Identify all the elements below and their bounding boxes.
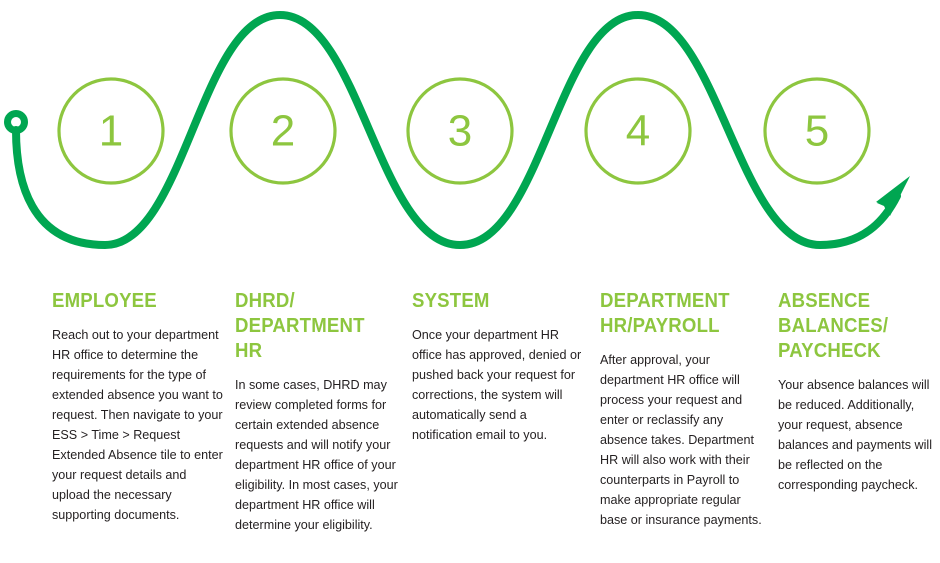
step-body-2: In some cases, DHRD may review completed…: [235, 378, 398, 532]
step-number-label: 2: [271, 107, 295, 156]
step-circle-ring: [584, 77, 692, 185]
step-heading-3: SYSTEM: [412, 290, 490, 312]
step-circle-1[interactable]: 1: [57, 77, 165, 185]
step-circle-3[interactable]: 3: [406, 77, 514, 185]
step-circle-ring: [406, 77, 514, 185]
step-heading-4: DEPARTMENT HR/PAYROLL: [600, 290, 730, 337]
step-body-5: Your absence balances will be reduced. A…: [778, 378, 933, 492]
step-heading-5: ABSENCE BALANCES/ PAYCHECK: [778, 290, 889, 362]
step-body-3: Once your department HR office has appro…: [412, 328, 582, 442]
step-number-label: 5: [805, 107, 829, 156]
step-circle-5[interactable]: 5: [763, 77, 871, 185]
flow-curve-path: [12, 11, 901, 249]
step-circle-ring: [229, 77, 337, 185]
flow-curve-group: [4, 11, 910, 249]
step-column-2: DHRD/ DEPARTMENT HR In some cases, DHRD …: [235, 285, 407, 535]
step-circle-4[interactable]: 4: [584, 77, 692, 185]
step-column-1: EMPLOYEE Reach out to your department HR…: [52, 285, 227, 525]
step-circle-ring: [763, 77, 871, 185]
step-body-1: Reach out to your department HR office t…: [52, 328, 223, 522]
start-node-ring: [4, 110, 28, 134]
step-number-label: 3: [448, 107, 472, 156]
step-circle-ring: [57, 77, 165, 185]
step-body-4: After approval, your department HR offic…: [600, 353, 762, 527]
step-number-label: 4: [626, 107, 650, 156]
step-circle-2[interactable]: 2: [229, 77, 337, 185]
step-descriptions: EMPLOYEE Reach out to your department HR…: [0, 285, 940, 563]
step-column-3: SYSTEM Once your department HR office ha…: [412, 285, 587, 445]
step-heading-2: DHRD/ DEPARTMENT HR: [235, 290, 365, 362]
step-heading-1: EMPLOYEE: [52, 290, 157, 312]
arrowhead-main-icon: [876, 176, 910, 216]
step-number-label: 1: [99, 107, 123, 156]
step-column-4: DEPARTMENT HR/PAYROLL After approval, yo…: [600, 285, 770, 530]
flow-path-graphic: 1 2 3 4 5: [4, 11, 910, 249]
step-column-5: ABSENCE BALANCES/ PAYCHECK Your absence …: [778, 285, 938, 495]
